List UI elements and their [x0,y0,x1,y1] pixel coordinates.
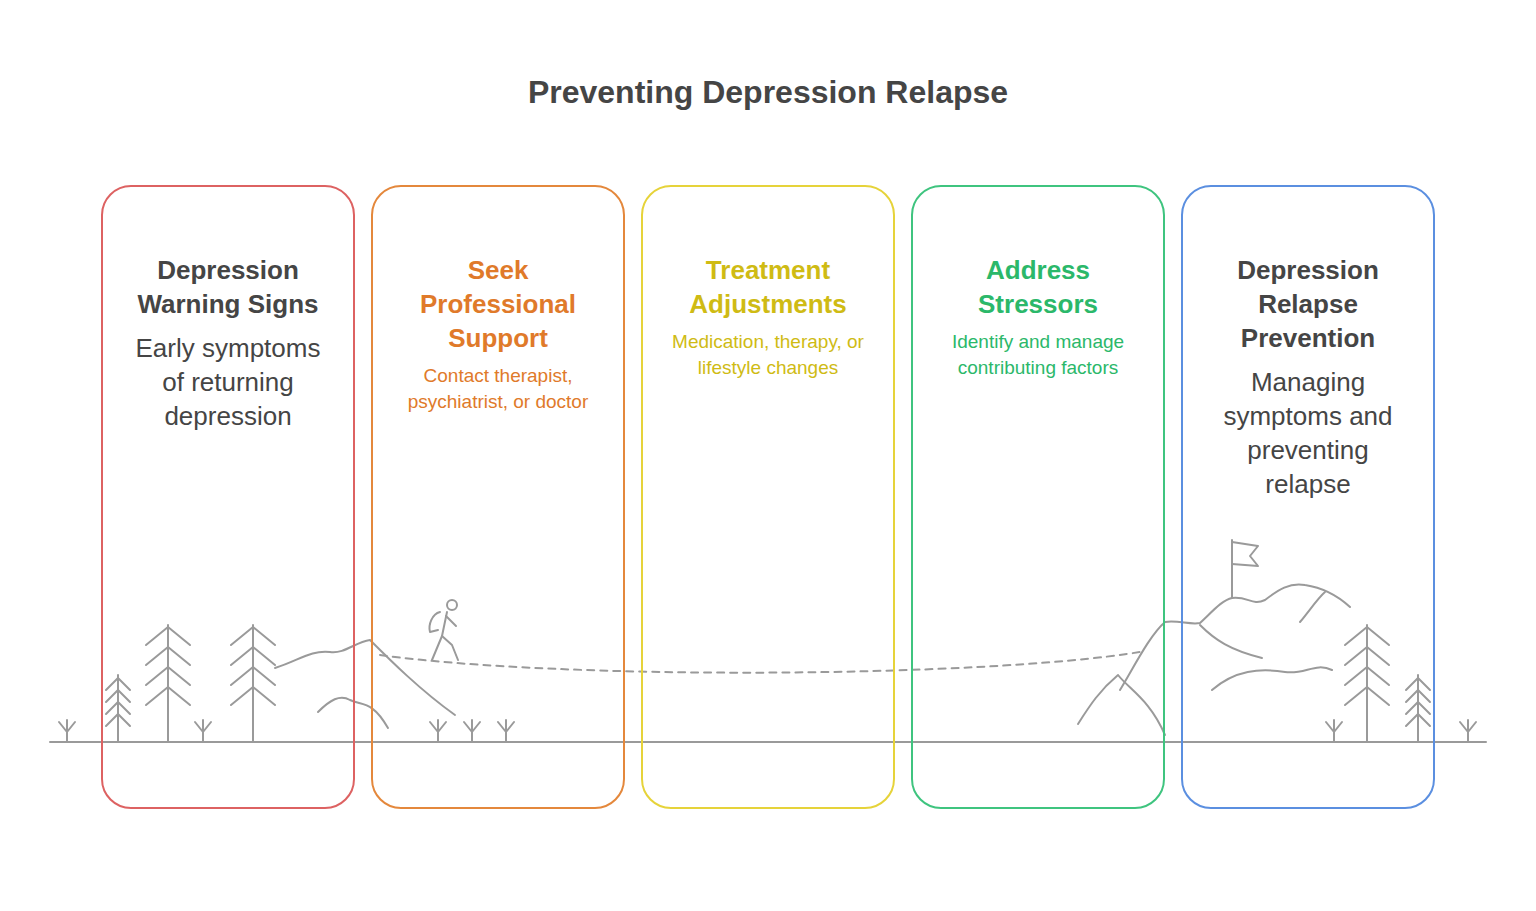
sprout [498,720,514,742]
summit-mountain [1120,584,1350,690]
step-heading: Depression Warning Signs [122,253,334,321]
mountain-ridge [1200,625,1262,658]
step-heading: Address Stressors [932,253,1144,321]
step-box: Address StressorsIdentify and manage con… [911,185,1165,809]
tree [1406,675,1430,742]
tree [1345,625,1389,742]
step-heading: Seek Professional Support [392,253,604,355]
step-heading: Treatment Adjustments [662,253,874,321]
tree [146,625,190,742]
summit-flag [1232,540,1258,598]
sprout [464,720,480,742]
sprout [59,720,75,742]
step-description: Medication, therapy, or lifestyle change… [655,329,881,381]
step-description: Identify and manage contributing factors [925,329,1151,381]
tree [106,675,130,742]
mountain-ridge [1300,592,1325,622]
step-description: Early symptoms of returning depression [122,331,334,433]
tree [231,625,275,742]
hiker-figure [429,600,458,660]
diagram-title: Preventing Depression Relapse [0,72,1536,112]
right-hill [1078,675,1165,735]
sprout [1460,720,1476,742]
mountain-ridge [1212,667,1332,690]
step-box: Depression Warning SignsEarly symptoms o… [101,185,355,809]
sprout [430,720,446,742]
step-box: Depression Relapse PreventionManaging sy… [1181,185,1435,809]
step-heading: Depression Relapse Prevention [1202,253,1414,355]
dashed-trail [380,652,1140,673]
step-box: Seek Professional SupportContact therapi… [371,185,625,809]
left-hill [275,640,455,715]
sprout [1326,720,1342,742]
sprout [195,720,211,742]
left-hill [318,698,388,728]
step-box: Treatment AdjustmentsMedication, therapy… [641,185,895,809]
step-description: Managing symptoms and preventing relapse [1202,365,1414,501]
ground-line [50,741,1486,743]
step-description: Contact therapist, psychiatrist, or doct… [385,363,611,415]
